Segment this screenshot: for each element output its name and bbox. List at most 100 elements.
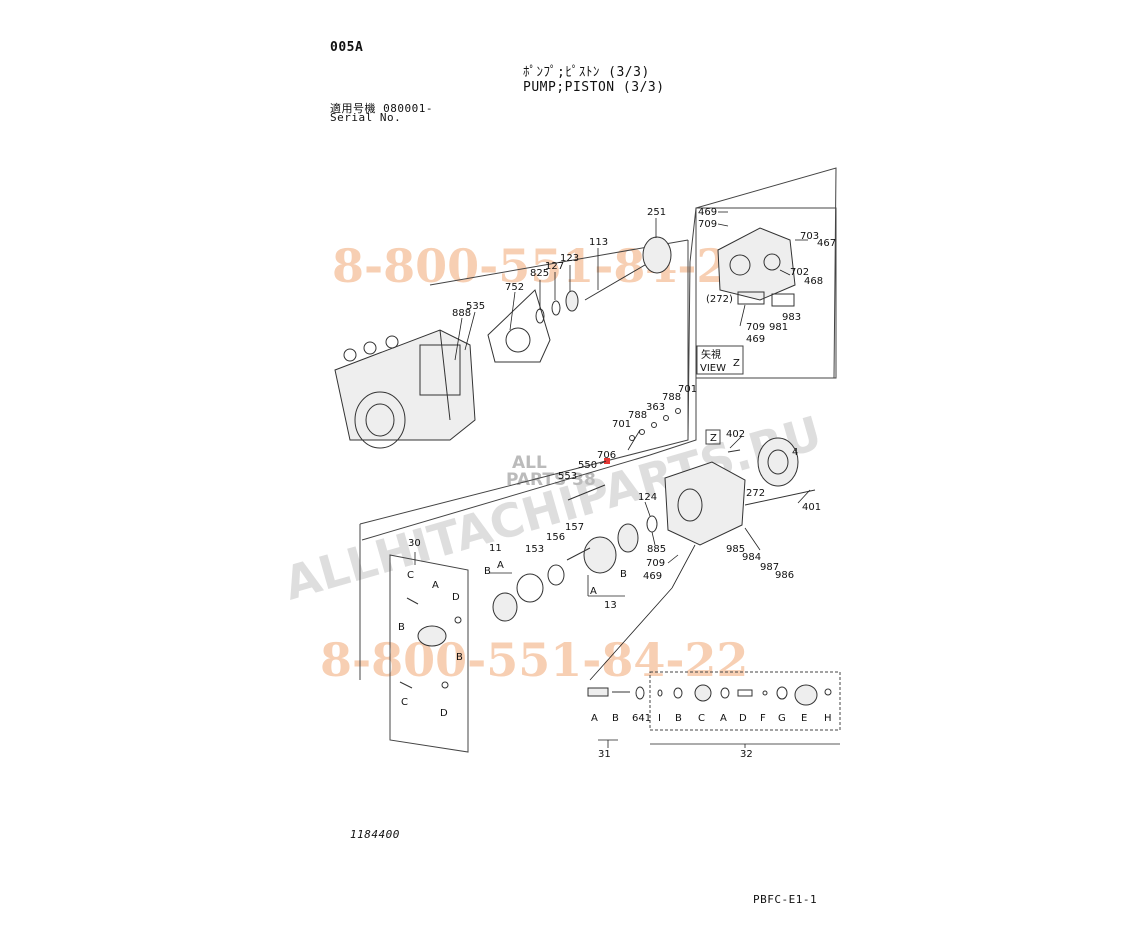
callout-641: 641: [632, 713, 651, 724]
seal-ring-stack: [629, 408, 681, 441]
rod-553: [567, 484, 606, 501]
callout-985: 985: [726, 544, 745, 555]
callout-788-left: 788: [628, 410, 647, 421]
callout-32-f: F: [760, 713, 766, 724]
callout-127: 127: [545, 261, 564, 272]
callout-888: 888: [452, 308, 471, 319]
callout-885: 885: [647, 544, 666, 555]
callout-701-right: 701: [678, 384, 697, 395]
callout-32-b: B: [675, 713, 682, 724]
callout-709-top: 709: [698, 219, 717, 230]
view-z-label-japanese: 矢視: [701, 348, 721, 361]
assembly-frame: [359, 167, 837, 541]
pump-assembly-drawing: [334, 329, 476, 449]
view-z-letter: Z: [733, 358, 740, 369]
callout-981: 981: [769, 322, 788, 333]
callout-30-c-bottom: C: [401, 697, 408, 708]
serial-label: Serial No.: [330, 111, 402, 124]
part-706-marker: [604, 458, 610, 464]
bolt-401: [744, 489, 816, 506]
retainer-153: [516, 573, 544, 603]
callout-123: 123: [560, 253, 579, 264]
valve-plate-124: [617, 523, 639, 553]
callout-469-view: 469: [746, 334, 765, 345]
callout-11-a: A: [497, 560, 504, 571]
callout-30-b-left: B: [398, 622, 405, 633]
piston-set-11: [492, 592, 518, 622]
callout-124: 124: [638, 492, 657, 503]
callout-30-d-bottom: D: [440, 708, 448, 719]
callout-13-b: B: [620, 569, 627, 580]
callout-469-lower: 469: [643, 571, 662, 582]
page-title-japanese: ﾎﾟﾝﾌﾟ;ﾋﾟｽﾄﾝ (3/3): [523, 65, 650, 80]
gasket-hole: [505, 327, 531, 353]
callout-32-a: A: [720, 713, 727, 724]
callout-706: 706: [597, 450, 616, 461]
view-z-label-box: [696, 345, 744, 375]
callout-701-left: 701: [612, 419, 631, 430]
phone-watermark-top: 8-800-551-84-22: [332, 239, 760, 293]
callout-272: 272: [746, 488, 765, 499]
callout-30-c-top: C: [407, 570, 414, 581]
callout-4: 4: [792, 447, 798, 458]
serial-label-japanese: 適用号機 080001-: [330, 102, 433, 115]
cover-housing: [664, 461, 746, 546]
callout-553: 553: [558, 471, 577, 482]
bolt-402: [727, 449, 741, 453]
callout-32-e: E: [801, 713, 807, 724]
shaft-113: [584, 261, 651, 301]
gasket-752: [487, 289, 551, 363]
callout-363: 363: [646, 402, 665, 413]
callout-32-i: I: [658, 713, 661, 724]
callout-31-b: B: [612, 713, 619, 724]
callout-825: 825: [530, 268, 549, 279]
page-title: PUMP;PISTON (3/3): [523, 80, 665, 95]
group-30-frame: [389, 554, 469, 753]
callout-30-d-top: D: [452, 592, 460, 603]
callout-32-g: G: [778, 713, 786, 724]
bearing-885: [646, 515, 658, 533]
figure-number: 1184400: [350, 828, 400, 841]
bearing-123: [565, 290, 579, 312]
leader-lines: [414, 211, 840, 748]
regulator-parts-row: [587, 684, 832, 706]
callout-32-d: D: [739, 713, 747, 724]
pin-157: [566, 547, 591, 561]
pump-housing-view-z: [717, 227, 796, 301]
callout-13-a: A: [590, 586, 597, 597]
callout-752: 752: [505, 282, 524, 293]
callout-550: 550: [578, 460, 597, 471]
callout-32-h: H: [824, 713, 832, 724]
seal-251: [642, 236, 672, 274]
callout-272-view: (272): [706, 294, 733, 305]
sheet-code: PBFC-E1-1: [753, 893, 818, 906]
callout-984: 984: [742, 552, 761, 563]
spring-156: [547, 564, 565, 586]
callout-535: 535: [466, 301, 485, 312]
logo-watermark-line1: ALL: [512, 453, 547, 473]
callout-13: 13: [604, 600, 617, 611]
pump-part-4: [757, 437, 799, 487]
callout-labels: 251 113 123 127 825 752 535 888 469 709 …: [398, 207, 836, 760]
callout-32: 32: [740, 749, 753, 760]
callout-468: 468: [804, 276, 823, 287]
view-z-frame: [695, 207, 837, 379]
callout-709-view: 709: [746, 322, 765, 333]
callout-702: 702: [790, 267, 809, 278]
callout-709-lower: 709: [646, 558, 665, 569]
callout-986: 986: [775, 570, 794, 581]
callout-469-top: 469: [698, 207, 717, 218]
callout-983: 983: [782, 312, 801, 323]
view-direction-flag: [705, 429, 721, 445]
callout-11-b: B: [484, 566, 491, 577]
group-32-frame: [649, 671, 841, 731]
callout-788-right: 788: [662, 392, 681, 403]
callout-987: 987: [760, 562, 779, 573]
callout-251: 251: [647, 207, 666, 218]
callout-153: 153: [525, 544, 544, 555]
callout-703: 703: [800, 231, 819, 242]
view-z-label: VIEW: [700, 363, 726, 374]
phone-watermark-bottom: 8-800-551-84-22: [320, 633, 748, 687]
page-code: 005A: [330, 40, 364, 55]
